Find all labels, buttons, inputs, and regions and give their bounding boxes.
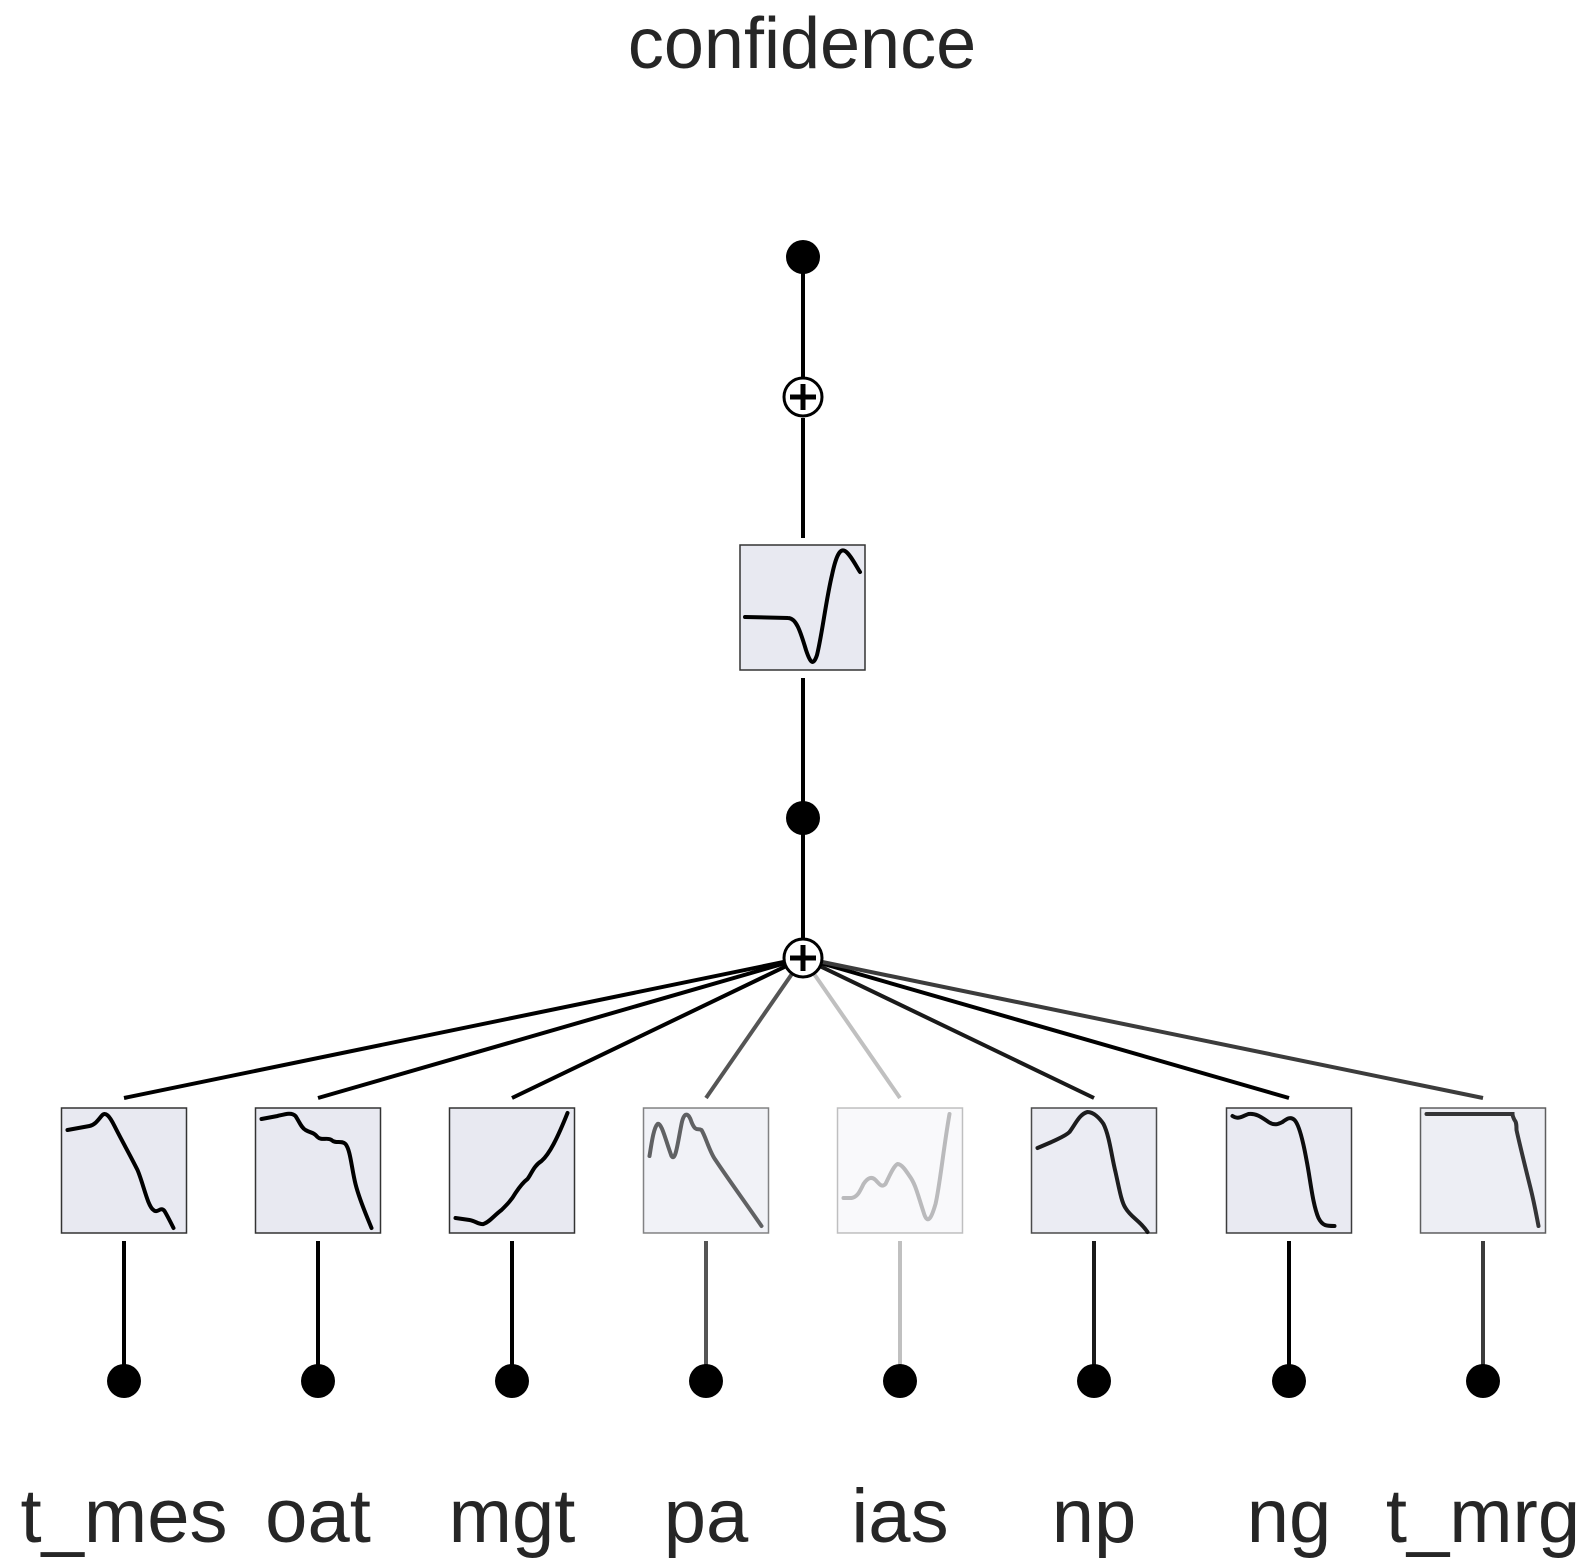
input-node-pa bbox=[689, 1364, 723, 1398]
input-function-panel-np bbox=[1030, 1107, 1158, 1234]
input-function-curve-np bbox=[1035, 1109, 1150, 1234]
input-function-panel-oat bbox=[254, 1107, 382, 1234]
edge-np-to-sum bbox=[802, 956, 1095, 1100]
edge-mgt-to-sum bbox=[511, 956, 804, 1100]
edge-ias-to-sum bbox=[801, 956, 902, 1100]
input-function-curve-t-mes bbox=[65, 1112, 176, 1230]
input-function-curve-ng bbox=[1230, 1111, 1337, 1228]
input-label-np: np bbox=[1052, 1474, 1137, 1559]
input-node-t-mes bbox=[107, 1364, 141, 1398]
input-function-panel-ng bbox=[1225, 1107, 1353, 1234]
output-chain bbox=[739, 240, 866, 944]
input-label-t-mrg: t_mrg bbox=[1386, 1474, 1580, 1559]
edge-t-mrg-to-sum bbox=[802, 956, 1484, 1100]
edge-pa-to-sum bbox=[704, 956, 805, 1100]
input-node-oat bbox=[301, 1364, 335, 1398]
edge-oat-to-sum bbox=[317, 956, 804, 1100]
input-label-mgt: mgt bbox=[449, 1474, 576, 1559]
input-node-ng bbox=[1272, 1364, 1306, 1398]
sum-node-bottom bbox=[782, 937, 824, 979]
output-function-curve bbox=[743, 548, 862, 664]
edge-t-mes-to-sum bbox=[123, 956, 804, 1100]
input-label-t-mes: t_mes bbox=[21, 1474, 228, 1559]
input-label-ng: ng bbox=[1247, 1474, 1332, 1559]
input-function-curve-pa bbox=[647, 1112, 764, 1228]
input-node-ias bbox=[883, 1364, 917, 1398]
input-function-curve-mgt bbox=[453, 1111, 570, 1227]
input-function-panel-t-mes bbox=[60, 1107, 188, 1234]
output-function-panel bbox=[739, 544, 866, 671]
input-label-pa: pa bbox=[664, 1474, 749, 1559]
input-label-ias: ias bbox=[851, 1474, 948, 1559]
output-node bbox=[786, 240, 820, 274]
input-function-curve-oat bbox=[259, 1111, 374, 1230]
sum-node-top bbox=[782, 376, 824, 418]
input-function-curve-ias bbox=[841, 1112, 952, 1222]
input-label-oat: oat bbox=[265, 1474, 371, 1559]
hidden-node bbox=[786, 801, 820, 835]
input-node-mgt bbox=[495, 1364, 529, 1398]
input-node-t-mrg bbox=[1466, 1364, 1500, 1398]
edge-ng-to-sum bbox=[802, 956, 1290, 1100]
diagram-title: confidence bbox=[628, 4, 976, 84]
input-function-panel-ias bbox=[836, 1107, 964, 1234]
input-edges bbox=[122, 956, 1485, 1380]
input-function-panel-t-mrg bbox=[1419, 1107, 1547, 1234]
input-function-curve-t-mrg bbox=[1424, 1112, 1541, 1228]
input-function-panel-mgt bbox=[448, 1107, 576, 1234]
input-node-np bbox=[1077, 1364, 1111, 1398]
input-function-panel-pa bbox=[642, 1107, 770, 1234]
input-panels bbox=[60, 1107, 1547, 1398]
